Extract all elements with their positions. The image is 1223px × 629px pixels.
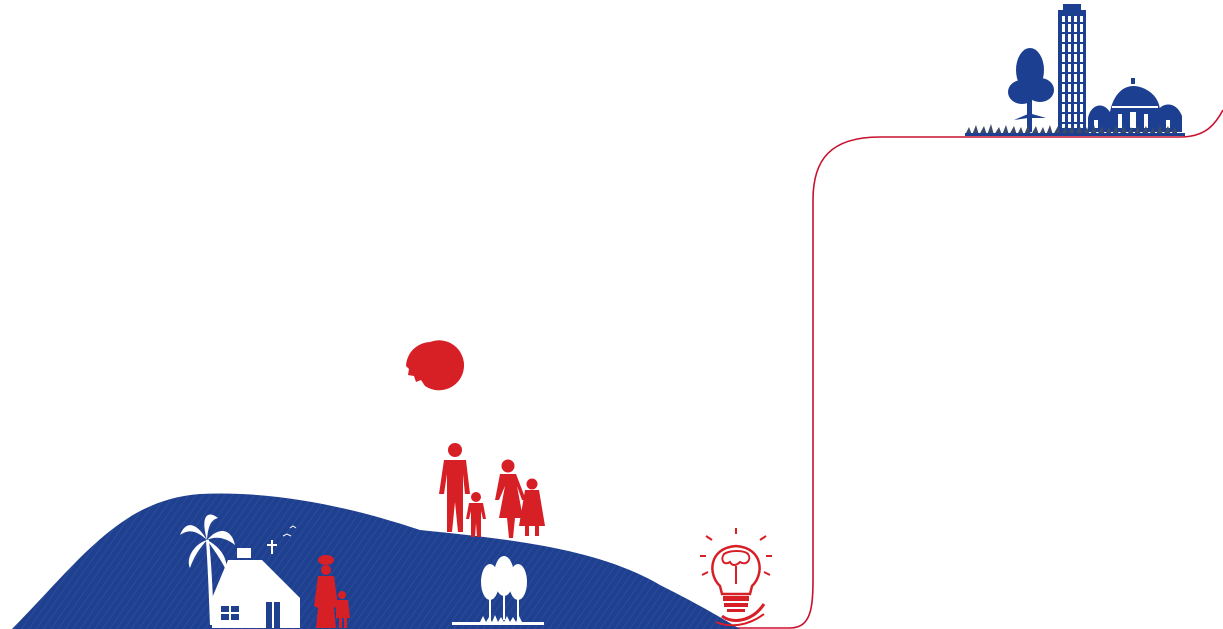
lightbulb-idea-icon <box>700 528 772 627</box>
trees-icon <box>452 556 544 625</box>
blue-hill <box>12 493 740 629</box>
woman-with-child-icon <box>314 555 350 628</box>
church-icon <box>212 525 300 628</box>
journey-path <box>728 109 1223 629</box>
family-silhouette-icon <box>439 443 545 538</box>
sun-icon <box>406 340 465 391</box>
city-skyline-icon <box>965 4 1185 136</box>
